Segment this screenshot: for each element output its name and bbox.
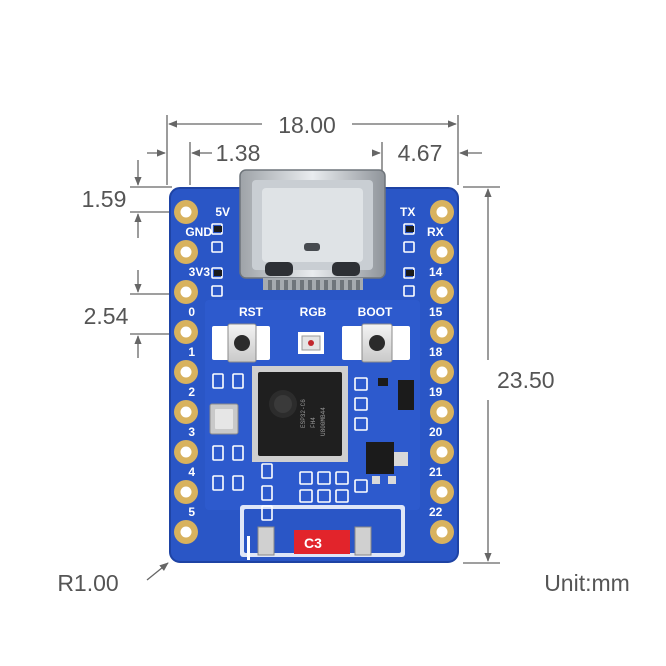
pin-label-0: 0 xyxy=(188,305,195,319)
crystal-oscillator xyxy=(209,403,239,435)
antenna-label: C3 xyxy=(304,535,322,551)
dimension-width: 18.00 xyxy=(278,112,336,138)
dimension-lines xyxy=(130,115,500,581)
pin-label-gnd: GND xyxy=(185,225,212,239)
dimension-pitch: 2.54 xyxy=(84,303,129,329)
pin-label-21: 21 xyxy=(429,465,443,479)
pin-label-2: 2 xyxy=(188,385,195,399)
pin-label-1: 1 xyxy=(188,345,195,359)
pin-label-19: 19 xyxy=(429,385,443,399)
pin-label-18: 18 xyxy=(429,345,443,359)
rgb-led xyxy=(298,332,324,354)
pin-label-4: 4 xyxy=(188,465,195,479)
pin-label-22: 22 xyxy=(429,505,443,519)
smd-components xyxy=(214,226,414,484)
pin-label-3v3: 3V3 xyxy=(189,265,211,279)
pin-label-tx: TX xyxy=(400,205,415,219)
dimension-corner-radius: R1.00 xyxy=(57,570,118,596)
rst-label: RST xyxy=(239,305,264,319)
chip-marking-1: ESP32-C6 xyxy=(300,399,307,428)
ceramic-antenna xyxy=(247,526,372,560)
pin-label-3: 3 xyxy=(188,425,195,439)
dimension-top-pin: 1.59 xyxy=(82,186,127,212)
esp32-chip xyxy=(252,366,348,462)
boot-button[interactable] xyxy=(342,323,410,363)
pin-label-rx: RX xyxy=(427,225,444,239)
usb-c-connector xyxy=(239,169,386,290)
smd-pads xyxy=(211,223,415,521)
dimension-right-offset: 4.67 xyxy=(398,140,443,166)
chip-marking-2: FH4 xyxy=(310,417,317,428)
dimension-height: 23.50 xyxy=(497,367,555,393)
dimension-left-offset: 1.38 xyxy=(216,140,261,166)
pin-label-15: 15 xyxy=(429,305,443,319)
chip-marking-3: U800MB44 xyxy=(320,407,327,436)
pin-label-5v: 5V xyxy=(215,205,230,219)
boot-label: BOOT xyxy=(358,305,393,319)
pin-label-5: 5 xyxy=(188,505,195,519)
left-pin-header xyxy=(174,200,198,544)
rst-button[interactable] xyxy=(212,323,270,363)
unit-label: Unit:mm xyxy=(544,570,630,596)
rgb-label: RGB xyxy=(300,305,327,319)
right-pin-header xyxy=(430,200,454,544)
pin-label-14: 14 xyxy=(429,265,443,279)
pin-label-20: 20 xyxy=(429,425,443,439)
